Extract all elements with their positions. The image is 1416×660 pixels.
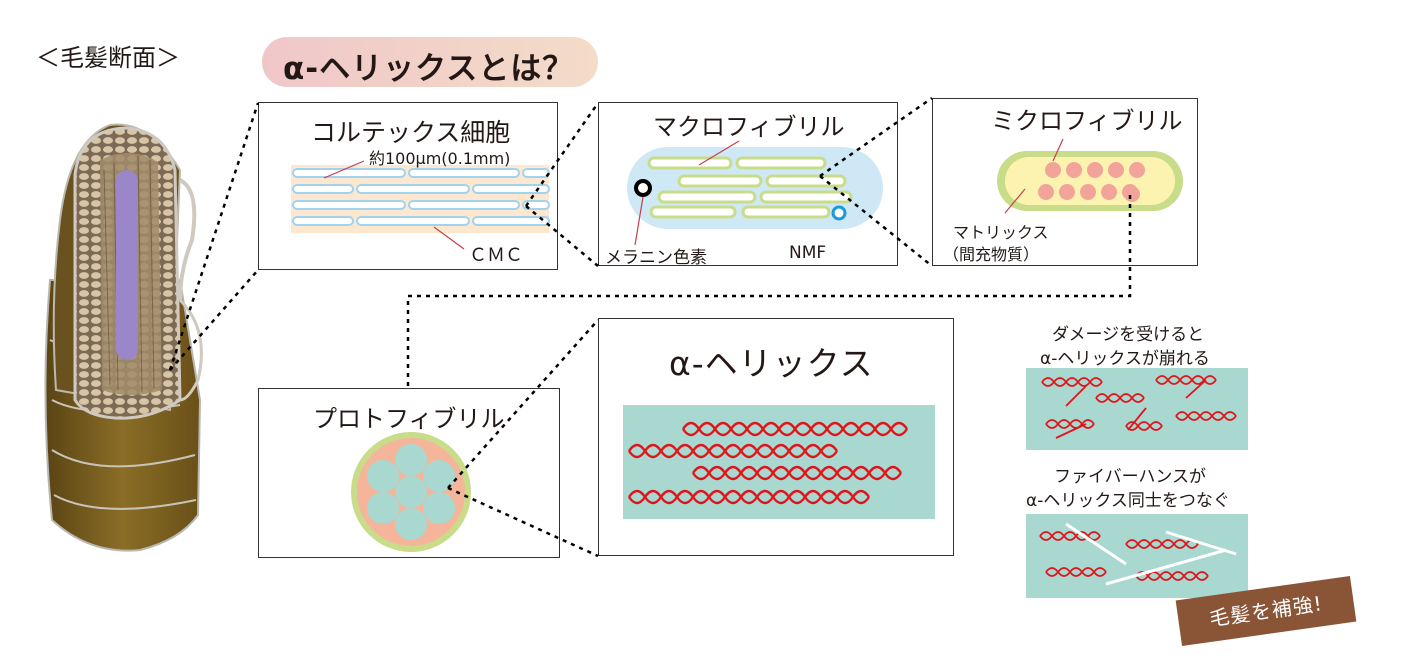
macrofibril-title: マクロフィブリル	[653, 113, 845, 141]
hair-cross-section-illustration	[44, 123, 203, 552]
cmc-label: ＣＭＣ	[469, 245, 523, 266]
cortex-cell-box: コルテックス細胞 約100μm(0.1mm) ＣＭＣ	[258, 102, 558, 270]
microfibril-title: ミクロフィブリル	[991, 107, 1183, 135]
nmf-label: NMF	[789, 243, 827, 263]
main-title: α-ヘリックスとは？	[283, 51, 575, 87]
cortex-size-label: 約100μm(0.1mm)	[369, 149, 511, 168]
alpha-helix-title: α-ヘリックス	[669, 344, 874, 383]
damaged-helix-panel	[1026, 368, 1248, 450]
fiber-text-1: ファイバーハンスが	[1054, 467, 1206, 487]
protofibril-diagram	[351, 432, 471, 552]
hair-section-title: ＜毛髪断面＞	[36, 44, 180, 72]
alpha-helix-diagram	[623, 405, 935, 519]
alpha-helix-box: α-ヘリックス	[598, 318, 954, 556]
cortex-cell-diagram	[291, 160, 550, 250]
damage-text-2: α-ヘリックスが崩れる	[1040, 349, 1210, 369]
title-pill	[262, 37, 598, 87]
fiber-hans-panel	[1026, 514, 1248, 598]
protofibril-title: プロトフィブリル	[313, 405, 505, 433]
macrofibril-box: マクロフィブリル メラニン色素 NMF	[598, 102, 898, 268]
matrix-label-1: マトリックス	[953, 223, 1049, 242]
fiber-text-2: α-ヘリックス同士をつなぐ	[1026, 491, 1230, 511]
melanin-label: メラニン色素	[605, 248, 707, 268]
damage-text-1: ダメージを受けると	[1052, 325, 1205, 345]
macrofibril-diagram	[627, 140, 883, 246]
protofibril-box: プロトフィブリル	[258, 388, 560, 558]
cortex-title: コルテックス細胞	[311, 118, 511, 147]
microfibril-box: ミクロフィブリル マトリックス （間充物質）	[932, 98, 1198, 266]
matrix-label-2: （間充物質）	[943, 245, 1040, 264]
microfibril-diagram	[997, 138, 1183, 214]
